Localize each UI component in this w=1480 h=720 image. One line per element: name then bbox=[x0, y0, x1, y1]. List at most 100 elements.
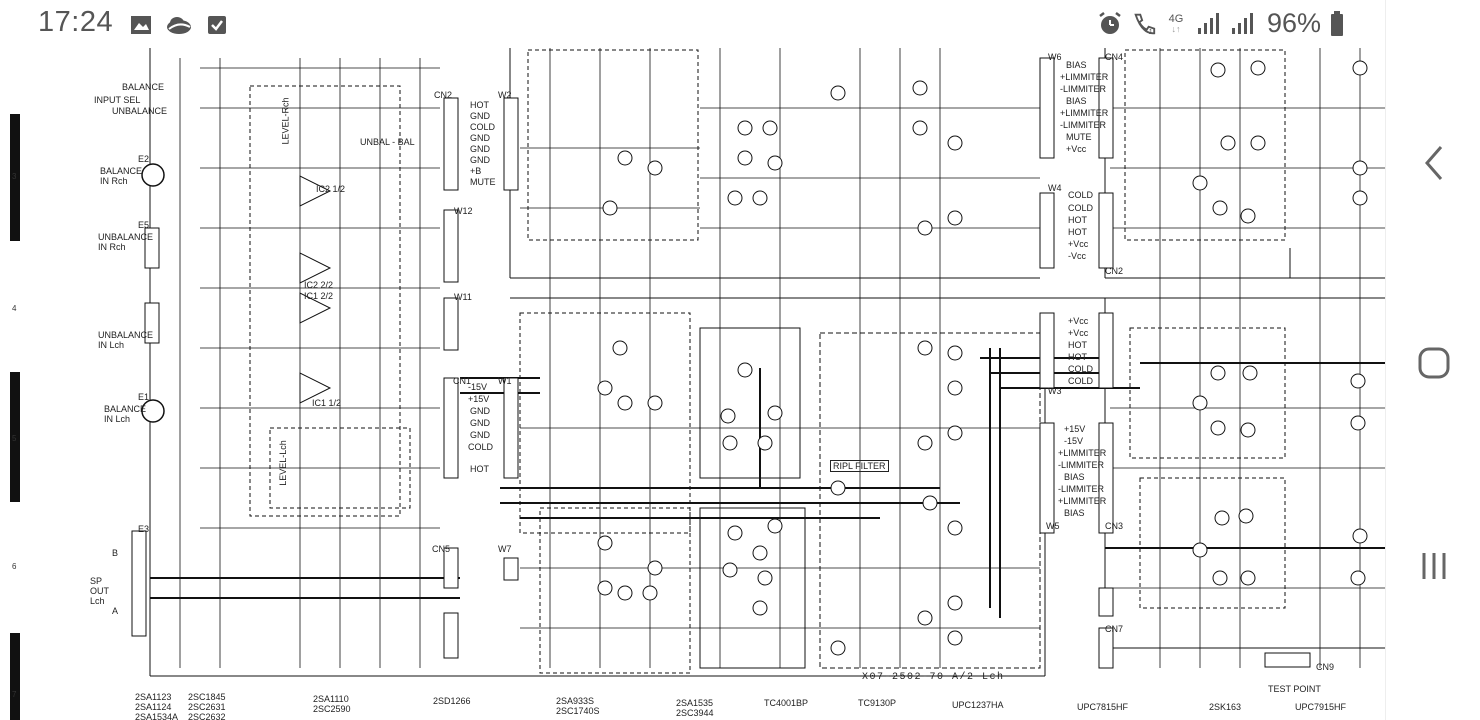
part-tc4001bp: TC4001BP bbox=[764, 698, 809, 708]
label-input-sel: INPUT SEL bbox=[94, 95, 141, 105]
part-2sa1123: 2SA1123 2SA1124 2SA1534A bbox=[135, 692, 179, 720]
pin-label: COLD bbox=[1068, 364, 1094, 374]
pin-label: COLD bbox=[470, 122, 496, 132]
connector-label: W1 bbox=[498, 376, 512, 386]
pin-label: +Vcc bbox=[1068, 328, 1089, 338]
recents-button[interactable] bbox=[1406, 538, 1461, 593]
part-2sa1535: 2SA1535 2SC3944 bbox=[676, 698, 714, 718]
pin-label: -LIMMITER bbox=[1058, 484, 1104, 494]
ic-label: IC2 2/2 bbox=[304, 280, 334, 290]
network-4g-icon: 4G ↓↑ bbox=[1168, 12, 1184, 34]
status-right-icons: 1 4G ↓↑ 96% bbox=[1097, 8, 1345, 39]
circuit-diagram bbox=[131, 48, 1385, 677]
pin-label: -15V bbox=[1064, 436, 1084, 446]
label-balance: BALANCE bbox=[122, 82, 165, 92]
part-tc9130p: TC9130P bbox=[858, 698, 897, 708]
connector-label: W7 bbox=[498, 544, 512, 554]
pin-label: -15V bbox=[468, 382, 488, 392]
pin-label: -LIMMITER bbox=[1060, 120, 1106, 130]
label-unbalance: UNBALANCE bbox=[112, 106, 168, 116]
status-time: 17:24 bbox=[38, 6, 114, 38]
part-2sa933s: 2SA933S 2SC1740S bbox=[556, 696, 600, 716]
connector-label: CN7 bbox=[1105, 624, 1124, 634]
connector-label: E2 bbox=[138, 154, 150, 164]
signal-1-icon bbox=[1195, 11, 1221, 37]
connector-label: CN2 bbox=[1105, 266, 1124, 276]
svg-text:1: 1 bbox=[1149, 27, 1153, 36]
connector-label: CN4 bbox=[1105, 52, 1124, 62]
gallery-icon bbox=[128, 12, 154, 38]
network-label: 4G bbox=[1168, 12, 1184, 25]
pin-label: GND bbox=[470, 111, 490, 121]
pin-label: +LIMMITER bbox=[1058, 496, 1107, 506]
pin-label: HOT bbox=[470, 100, 489, 110]
edge-block bbox=[10, 633, 20, 720]
pin-label: COLD bbox=[1068, 203, 1094, 213]
label-unbalance-in-rch: UNBALANCE IN Rch bbox=[98, 232, 154, 252]
connector-label: E5 bbox=[138, 220, 150, 230]
pin-label: HOT bbox=[1068, 340, 1087, 350]
pin-label: +15V bbox=[1064, 424, 1086, 434]
pin-label: -Vcc bbox=[1068, 251, 1086, 261]
pin-label: +B bbox=[470, 166, 482, 176]
pin-label: GND bbox=[470, 418, 490, 428]
switch-level-rch: LEVEL-Rch bbox=[280, 97, 291, 145]
connector-label: CN5 bbox=[432, 544, 451, 554]
switch-level-lch: LEVEL-Lch bbox=[277, 440, 288, 486]
back-button[interactable] bbox=[1406, 135, 1461, 190]
part-upc7815hf: UPC7815HF bbox=[1077, 702, 1129, 712]
connector-label: W12 bbox=[454, 206, 473, 216]
pin-label: +LIMMITER bbox=[1058, 448, 1107, 458]
pin-label: BIAS bbox=[1064, 508, 1085, 518]
pin-label: +Vcc bbox=[1066, 144, 1087, 154]
pin-label: HOT bbox=[470, 464, 489, 474]
schematic-image[interactable]: 3 4 5 6 7 bbox=[0, 48, 1385, 720]
label-b: B bbox=[112, 548, 119, 558]
pin-label: -LIMMITER bbox=[1058, 460, 1104, 470]
edge-number: 6 bbox=[12, 562, 17, 571]
status-left-icons bbox=[128, 12, 230, 38]
pin-label: HOT bbox=[1068, 352, 1087, 362]
edge-marks bbox=[10, 48, 20, 720]
connector-label: E1 bbox=[138, 392, 150, 402]
pin-label: GND bbox=[470, 155, 490, 165]
connector-label: CN3 bbox=[1105, 521, 1124, 531]
pin-label: MUTE bbox=[470, 177, 496, 187]
pin-label: BIAS bbox=[1066, 96, 1087, 106]
back-icon bbox=[1424, 145, 1442, 180]
connector-label: W6 bbox=[1048, 52, 1062, 62]
part-2sa1110: 2SA1110 2SC2590 bbox=[313, 694, 351, 714]
schematic-title: X07-2502-70 A/2 Lch bbox=[862, 672, 1005, 683]
signal-2-icon bbox=[1229, 11, 1255, 37]
connector-label: CN2 bbox=[434, 90, 453, 100]
pin-label: COLD bbox=[468, 442, 494, 452]
edge-number: 3 bbox=[12, 172, 17, 181]
edge-number: 5 bbox=[12, 434, 17, 443]
battery-percent: 96% bbox=[1266, 8, 1321, 38]
pin-label: MUTE bbox=[1066, 132, 1092, 142]
part-2sk163: 2SK163 bbox=[1209, 702, 1242, 712]
pin-label: GND bbox=[470, 144, 490, 154]
label-balance-in-lch: BALANCE IN Lch bbox=[104, 404, 147, 424]
connector-label: W4 bbox=[1048, 183, 1062, 193]
ripple-filter-label: RIPL FILTER bbox=[830, 460, 889, 472]
edge-block bbox=[10, 114, 20, 241]
switch-unbal-bal: UNBAL - BAL bbox=[360, 137, 415, 147]
ic-label: IC1 2/2 bbox=[304, 291, 334, 301]
edge-number: 4 bbox=[12, 304, 17, 313]
pin-label: -LIMMITER bbox=[1060, 84, 1106, 94]
part-upc7915hf: UPC7915HF bbox=[1295, 702, 1347, 712]
pin-label: HOT bbox=[1068, 215, 1087, 225]
ic-label: IC1 1/2 bbox=[312, 398, 342, 408]
pin-label: +15V bbox=[468, 394, 490, 404]
home-button[interactable] bbox=[1406, 335, 1461, 390]
battery-icon bbox=[1329, 10, 1345, 37]
pin-label: +Vcc bbox=[1068, 239, 1089, 249]
recents-icon bbox=[1422, 552, 1445, 579]
wifi-call-icon: 1 bbox=[1131, 11, 1157, 37]
ic-label: IC2 1/2 bbox=[316, 184, 346, 194]
part-upc1237ha: UPC1237HA bbox=[952, 700, 1004, 710]
connector-label: E3 bbox=[138, 524, 150, 534]
label-a: A bbox=[112, 606, 119, 616]
connector-label: CN1 bbox=[453, 376, 472, 386]
